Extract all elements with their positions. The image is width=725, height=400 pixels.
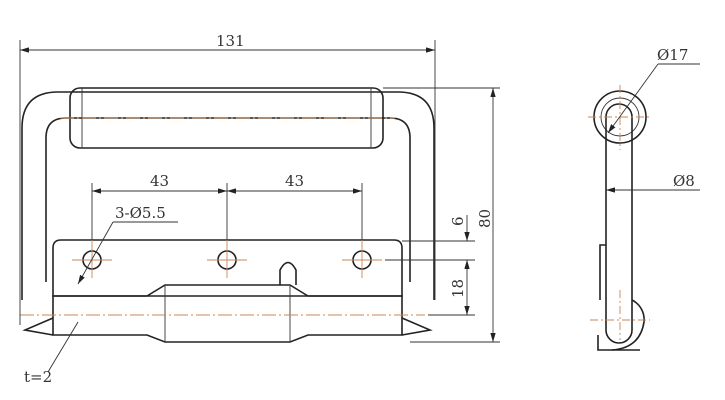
dim-overall-width: 131 [216,32,245,50]
dim-overall-height: 80 [476,209,494,228]
dim-hole-spacing-right: 43 [285,172,304,190]
dim-grip-diameter: Ø17 [657,46,688,64]
dim-hole-spacing-left: 43 [150,172,169,190]
bail-outer [21,91,435,300]
dim-rod-diameter: Ø8 [673,172,695,190]
hole-callout: 3-Ø5.5 [115,204,166,222]
lower-channel [52,284,403,343]
dim-hole-to-centerline: 18 [449,279,467,298]
front-view: 131 43 43 3-Ø5.5 80 6 18 t=2 [19,32,500,386]
mounting-holes [72,240,382,278]
mounting-plate [52,239,403,297]
thickness-note: t=2 [24,368,52,386]
dim-edge-to-hole: 6 [449,216,467,226]
side-view: Ø17 Ø8 [588,46,700,351]
